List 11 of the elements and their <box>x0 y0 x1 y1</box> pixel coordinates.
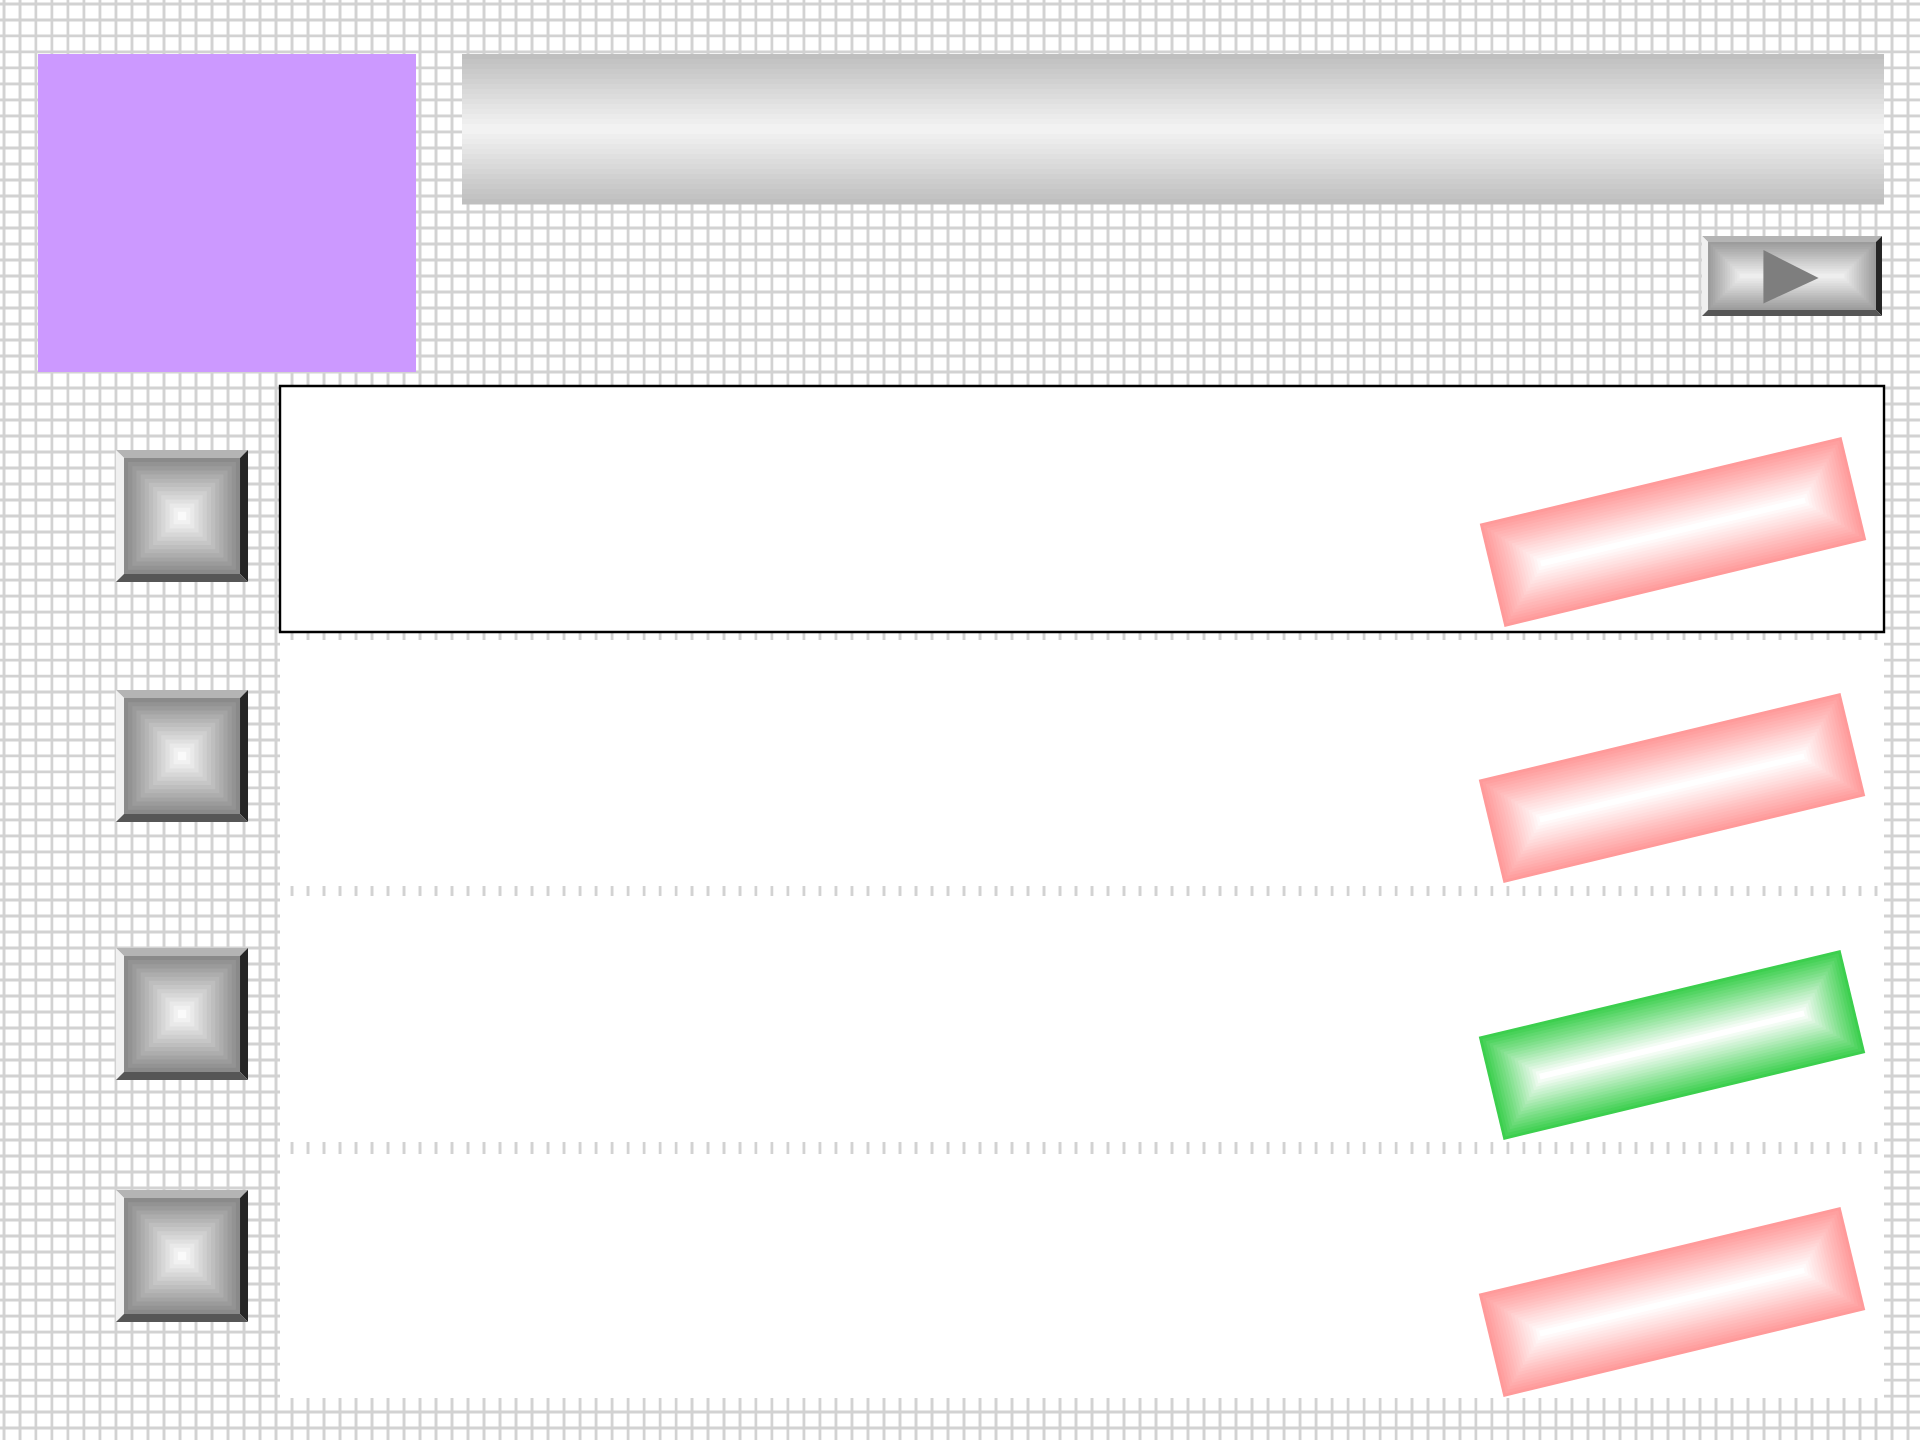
square-panel <box>38 54 416 372</box>
tilted-bar <box>1479 437 1867 627</box>
tilted-bar <box>1478 1207 1866 1397</box>
square-button <box>116 948 248 1080</box>
answer-row <box>278 384 1886 634</box>
title-bar <box>462 54 1884 205</box>
square-button <box>116 450 248 582</box>
tilted-bar <box>1478 950 1866 1140</box>
square-button <box>116 690 248 822</box>
tilted-bar <box>1478 693 1866 883</box>
square-button <box>116 1190 248 1322</box>
